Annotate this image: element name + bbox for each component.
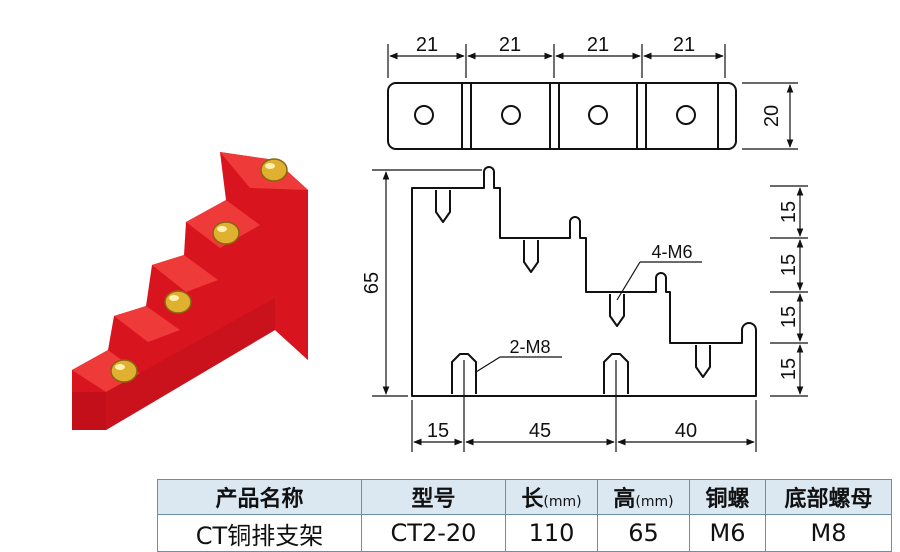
cell-copper-screw: M6 xyxy=(689,514,766,552)
cell-height: 65 xyxy=(597,514,690,552)
header-product-name: 产品名称 xyxy=(157,479,362,515)
top-height: 20 xyxy=(761,105,783,127)
table-row: CT铜排支架 CT2-20 110 65 M6 M8 xyxy=(157,514,892,552)
cell-bottom-nut: M8 xyxy=(765,514,892,552)
header-model: 型号 xyxy=(361,479,506,515)
top-pitch-2: 21 xyxy=(499,34,521,56)
top-pitch-1: 21 xyxy=(416,34,438,56)
bottom-dim-1: 15 xyxy=(427,420,449,442)
insulator-body xyxy=(72,152,308,430)
side-view-dimensions xyxy=(372,169,808,452)
bottom-dim-3: 40 xyxy=(675,420,697,442)
spec-table: 产品名称 型号 长(mm) 高(mm) 铜螺 底部螺母 CT铜排支架 CT2-2… xyxy=(157,479,892,552)
side-step-2: 15 xyxy=(778,254,800,276)
header-copper-screw: 铜螺 xyxy=(689,479,766,515)
cell-length: 110 xyxy=(505,514,598,552)
top-pitch-3: 21 xyxy=(587,34,609,56)
side-step-3: 15 xyxy=(778,306,800,328)
top-view-dimensions xyxy=(387,44,798,150)
top-pitch-4: 21 xyxy=(673,34,695,56)
cell-product-name: CT铜排支架 xyxy=(157,514,362,552)
product-photo xyxy=(72,152,308,430)
cell-model: CT2-20 xyxy=(361,514,506,552)
side-view xyxy=(411,166,757,397)
side-step-4: 15 xyxy=(778,358,800,380)
bottom-dim-2: 45 xyxy=(529,420,551,442)
spec-table-header: 产品名称 型号 长(mm) 高(mm) 铜螺 底部螺母 xyxy=(157,479,892,515)
header-height: 高(mm) xyxy=(597,479,690,515)
callout-4-m6: 4-M6 xyxy=(651,242,692,262)
technical-drawing: 21 21 21 21 20 xyxy=(361,34,808,452)
brass-inserts xyxy=(110,158,288,383)
header-length: 长(mm) xyxy=(505,479,598,515)
top-view xyxy=(387,82,737,150)
callout-2-m8: 2-M8 xyxy=(509,337,550,357)
header-bottom-nut: 底部螺母 xyxy=(765,479,892,515)
side-step-1: 15 xyxy=(778,201,800,223)
side-total-height: 65 xyxy=(361,272,383,294)
